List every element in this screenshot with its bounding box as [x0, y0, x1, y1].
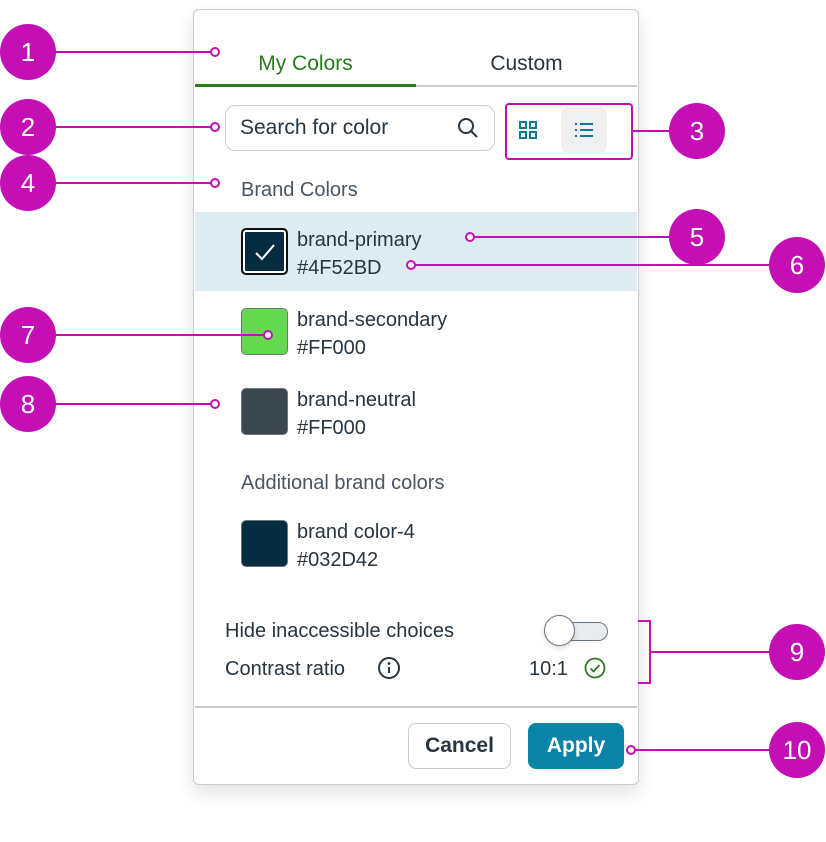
annotation-7: 7 — [0, 307, 56, 363]
annotation-line — [40, 51, 215, 53]
grid-view-button[interactable] — [505, 107, 551, 153]
footer-divider — [195, 706, 637, 708]
annotation-1: 1 — [0, 24, 56, 80]
list-view-button[interactable] — [561, 107, 607, 153]
active-tab-indicator — [195, 84, 416, 87]
group-heading-additional: Additional brand colors — [241, 472, 445, 494]
annotation-line — [40, 126, 215, 128]
annotation-3: 3 — [669, 103, 725, 159]
cancel-button[interactable]: Cancel — [408, 723, 511, 769]
annotation-dot — [465, 232, 475, 242]
annotation-dot — [263, 330, 273, 340]
color-name: brand-secondary — [297, 309, 448, 331]
annotation-dot — [210, 178, 220, 188]
color-swatch — [241, 228, 288, 275]
annotation-dot — [626, 745, 636, 755]
annotation-line — [633, 130, 673, 132]
annotation-dot — [210, 47, 220, 57]
contrast-ratio-value: 10:1 — [529, 658, 568, 680]
annotation-dot — [406, 260, 416, 270]
contrast-ratio-label: Contrast ratio — [225, 658, 346, 680]
hide-inaccessible-label: Hide inaccessible choices — [225, 620, 455, 642]
tab-my-colors[interactable]: My Colors — [258, 51, 353, 75]
tab-custom[interactable]: Custom — [490, 51, 563, 75]
tab-divider — [195, 85, 637, 87]
annotation-10: 10 — [769, 722, 825, 778]
color-hex: #032D42 — [297, 549, 379, 571]
annotation-6: 6 — [769, 237, 825, 293]
annotation-line — [40, 182, 215, 184]
annotation-line — [651, 651, 776, 653]
annotation-8: 8 — [0, 376, 56, 432]
color-hex: #FF000 — [297, 417, 366, 439]
annotation-line — [470, 236, 675, 238]
color-hex: #FF000 — [297, 337, 366, 359]
search-icon — [458, 118, 478, 138]
annotation-line — [631, 749, 776, 751]
annotation-4: 4 — [0, 155, 56, 211]
color-hex: #4F52BD — [297, 257, 382, 279]
annotation-box — [505, 103, 633, 160]
grid-icon — [519, 121, 537, 139]
search-placeholder: Search for color — [240, 116, 389, 139]
annotation-line — [411, 264, 776, 266]
info-icon[interactable] — [377, 656, 401, 680]
annotation-2: 2 — [0, 99, 56, 155]
annotation-dot — [210, 399, 220, 409]
check-circle-icon — [584, 657, 606, 679]
group-heading-brand-colors: Brand Colors — [241, 179, 358, 201]
annotation-5: 5 — [669, 209, 725, 265]
annotation-line — [40, 403, 215, 405]
annotation-dot — [210, 122, 220, 132]
apply-button[interactable]: Apply — [528, 723, 624, 769]
annotation-9: 9 — [769, 624, 825, 680]
color-name: brand-neutral — [297, 389, 416, 411]
annotation-bracket — [638, 620, 651, 684]
check-icon — [254, 243, 275, 260]
search-input[interactable]: Search for color — [225, 105, 495, 151]
annotation-line — [40, 334, 268, 336]
color-name: brand-primary — [297, 229, 422, 251]
list-icon — [575, 123, 593, 137]
hide-inaccessible-toggle[interactable] — [544, 615, 608, 646]
color-swatch — [241, 388, 288, 435]
color-name: brand color-4 — [297, 521, 415, 543]
color-swatch — [241, 520, 288, 567]
